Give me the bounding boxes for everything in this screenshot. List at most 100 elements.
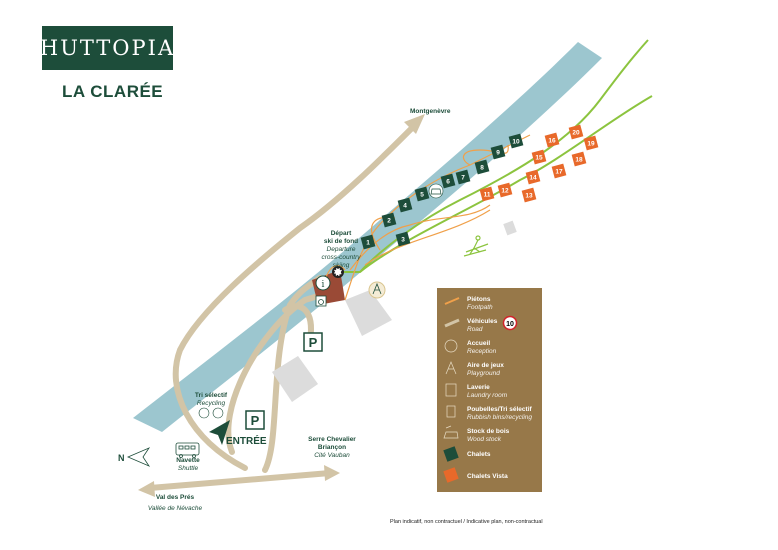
- chalet-vista-swatch: [443, 467, 459, 483]
- chalet-marker: [508, 133, 524, 149]
- chalet-3[interactable]: 3: [395, 231, 411, 247]
- legend-chalets: Chalets: [467, 451, 491, 458]
- chalet-vista-number: 15: [535, 155, 543, 162]
- svg-text:10: 10: [506, 321, 514, 328]
- chalet-swatch: [443, 446, 459, 462]
- chalet-9[interactable]: 9: [490, 144, 506, 160]
- chalet-5[interactable]: 5: [414, 186, 430, 202]
- chalet-number: 10: [512, 139, 520, 146]
- chalet-vista-16[interactable]: 16: [544, 132, 560, 148]
- chalet-vista-marker: [568, 124, 584, 140]
- chalet-vista-11[interactable]: 11: [479, 186, 495, 202]
- chalet-number: 6: [446, 179, 450, 186]
- chalet-marker: [414, 186, 430, 202]
- arrow-val: [138, 481, 155, 497]
- chalet-marker: [397, 197, 413, 213]
- chalet-number: 1: [366, 240, 370, 247]
- chalet-vista-14[interactable]: 14: [525, 169, 541, 185]
- chalet-1[interactable]: 1: [360, 234, 376, 250]
- chalet-vista-20[interactable]: 20: [568, 124, 584, 140]
- entrance-arrow: [209, 420, 230, 445]
- chalet-vista-marker: [525, 169, 541, 185]
- chalet-number: 8: [480, 165, 484, 172]
- chalet-vista-marker: [544, 132, 560, 148]
- chalet-vista-marker: [531, 149, 547, 165]
- arrow-montgenevre: [404, 114, 425, 134]
- chalet-marker: [395, 231, 411, 247]
- chalet-number: 5: [420, 192, 424, 199]
- chalet-vista-number: 14: [529, 175, 537, 182]
- laundry-icon: [315, 295, 327, 307]
- chalet-6[interactable]: 6: [440, 173, 456, 189]
- chalet-8[interactable]: 8: [474, 159, 490, 175]
- chalet-vista-marker: [479, 186, 495, 202]
- buildings: [272, 220, 517, 402]
- chalet-vista-number: 13: [525, 193, 533, 200]
- playground-icon: [368, 281, 386, 299]
- bin-legend-icon: [446, 405, 456, 418]
- chalet-vista-17[interactable]: 17: [551, 163, 567, 179]
- speed-limit-sign: 10: [502, 315, 518, 331]
- wood-stock-legend-icon: [443, 425, 459, 439]
- recycling-icons: [198, 407, 224, 419]
- chalet-vista-18[interactable]: 18: [571, 151, 587, 167]
- chalet-vista-marker: [521, 187, 537, 203]
- footer-note: Plan indicatif, non contractuel / Indica…: [390, 519, 543, 525]
- chalet-vista-marker: [571, 151, 587, 167]
- chalet-vista-marker: [497, 182, 513, 198]
- footpath-swatch-icon: [444, 297, 460, 305]
- label-entrance: ENTRÉE: [226, 436, 267, 447]
- svg-text:P: P: [251, 413, 260, 428]
- chalet-marker: [440, 173, 456, 189]
- chalet-marker: [381, 212, 397, 228]
- chalet-vista-number: 19: [587, 141, 595, 148]
- chalet-marker: [490, 144, 506, 160]
- chalet-vista-15[interactable]: 15: [531, 149, 547, 165]
- arrow-serre: [324, 465, 340, 481]
- chalet-marker: [455, 169, 471, 185]
- chalet-vista-number: 20: [572, 130, 580, 137]
- laundry-legend-icon: [445, 383, 457, 397]
- chalet-2[interactable]: 2: [381, 212, 397, 228]
- chalet-number: 4: [403, 203, 407, 210]
- label-montgenevre: Montgenèvre: [410, 108, 451, 115]
- chalet-10[interactable]: 10: [508, 133, 524, 149]
- chalet-vista-13[interactable]: 13: [521, 187, 537, 203]
- chalet-vista-marker: [583, 135, 599, 151]
- site-name: LA CLARÉE: [62, 82, 164, 101]
- chalet-number: 7: [461, 175, 465, 182]
- roads: [147, 125, 415, 491]
- chalet-4[interactable]: 4: [397, 197, 413, 213]
- chalet-7[interactable]: 7: [455, 169, 471, 185]
- chalet-vista-number: 12: [501, 188, 509, 195]
- north-label: N: [118, 453, 125, 463]
- chalet-marker: [360, 234, 376, 250]
- ski-start-flag-icon: [332, 266, 344, 278]
- chalet-vista-number: 17: [555, 169, 563, 176]
- shuttle-bus-icon: [175, 442, 200, 458]
- chalet-number: 2: [387, 218, 391, 225]
- chalet-vista-number: 18: [575, 157, 583, 164]
- north-arrow-icon: [126, 447, 151, 467]
- skier-icon: [463, 235, 489, 257]
- huttopia-logo[interactable]: HUTTOPIA: [40, 26, 173, 70]
- chalet-vista-12[interactable]: 12: [497, 182, 513, 198]
- road-swatch-icon: [444, 318, 460, 328]
- parking-sign-entrance: P: [245, 410, 265, 430]
- chalet-vista-number: 16: [548, 138, 556, 145]
- svg-text:i: i: [322, 280, 325, 290]
- chalet-vista-19[interactable]: 19: [583, 135, 599, 151]
